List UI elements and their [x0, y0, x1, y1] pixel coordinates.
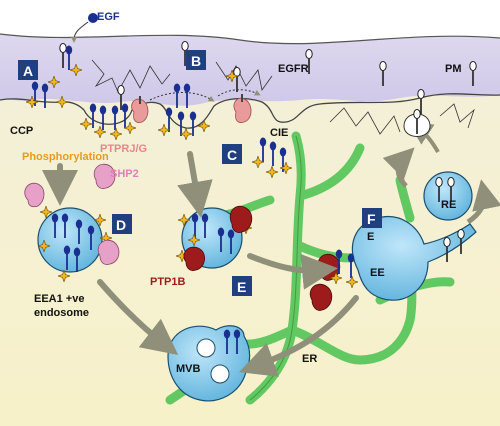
outer-space [0, 0, 500, 34]
plasma-membrane-inner [0, 93, 500, 129]
lateral-movement-arrows [149, 89, 261, 102]
pm-fusion-vesicle [403, 109, 431, 137]
badge-b: B [186, 50, 206, 70]
eea1-endosome [37, 206, 112, 282]
recycling-arrow-re [466, 179, 500, 225]
badge-c: C [222, 144, 242, 164]
plasma-membrane-outer [0, 33, 500, 45]
trafficking-arrows [42, 151, 359, 377]
eea1-label-line1: EEA1 +ve [34, 293, 84, 305]
ptprj-phosphatases [131, 94, 252, 123]
badge-d: D [112, 214, 132, 234]
receptor-diffusion-paths [91, 59, 475, 135]
shp2-label: SHP2 [110, 168, 139, 180]
re-label: RE [441, 199, 456, 211]
recycling-arrow-up [382, 147, 415, 188]
eea1-label-line2: endosome [34, 307, 89, 319]
badge-f-sub: E [367, 231, 374, 243]
svg-text:F: F [367, 211, 376, 227]
svg-text:D: D [116, 217, 126, 233]
cie-label: CIE [270, 127, 288, 139]
er-label: ER [302, 353, 317, 365]
egf-label: EGF [97, 11, 120, 23]
badge-a: A [18, 60, 38, 80]
svg-text:B: B [191, 53, 201, 69]
svg-text:E: E [237, 279, 246, 295]
badge-e: E [232, 276, 252, 296]
mvb-label: MVB [176, 363, 201, 375]
shp2-phosphatases [24, 163, 120, 265]
phosphorylation-label: Phosphorylation [22, 151, 109, 163]
egfr-label: EGFR [278, 63, 309, 75]
ptp1b-label: PTP1B [150, 276, 186, 288]
ccp-label: CCP [10, 125, 33, 137]
ptprj-label: PTPRJ/G [100, 143, 147, 155]
svg-text:C: C [227, 147, 237, 163]
egf-ligand [71, 13, 98, 43]
pm-label: PM [445, 63, 462, 75]
recycling-endosome: RE [423, 171, 473, 221]
badge-f: F [362, 208, 382, 228]
ee-label: EE [370, 267, 385, 279]
svg-text:A: A [23, 63, 33, 79]
